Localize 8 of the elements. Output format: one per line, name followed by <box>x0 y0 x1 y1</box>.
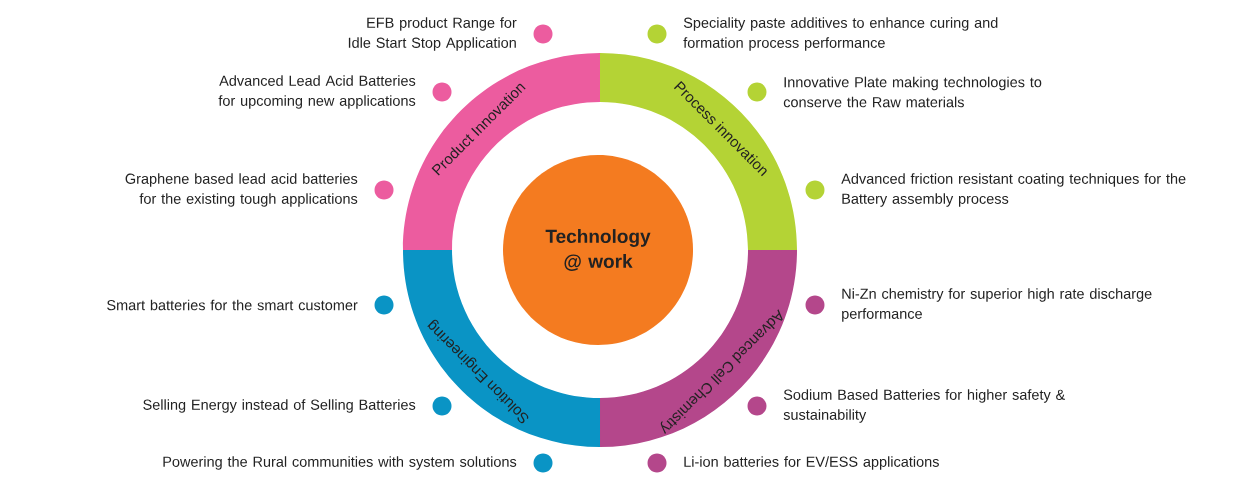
item-text: Ni-Zn chemistry for superior high rate discharge performance <box>842 288 1152 322</box>
item-text: Graphene based lead acid batteries for the existing tough applications <box>125 173 358 207</box>
item-text: EFB product Range for Idle Start Stop Application <box>348 17 517 51</box>
item-text: Speciality paste additives to enhance curing and formation process performance <box>683 17 998 51</box>
item-text: Li-ion batteries for EV/ESS applications <box>684 456 939 470</box>
item-text: Powering the Rural communities with system solutions <box>163 456 517 470</box>
item-text: Smart batteries for the smart customer <box>107 299 358 311</box>
item-text: Advanced friction resistant coating techniques for the Battery assembly process <box>841 173 1186 207</box>
